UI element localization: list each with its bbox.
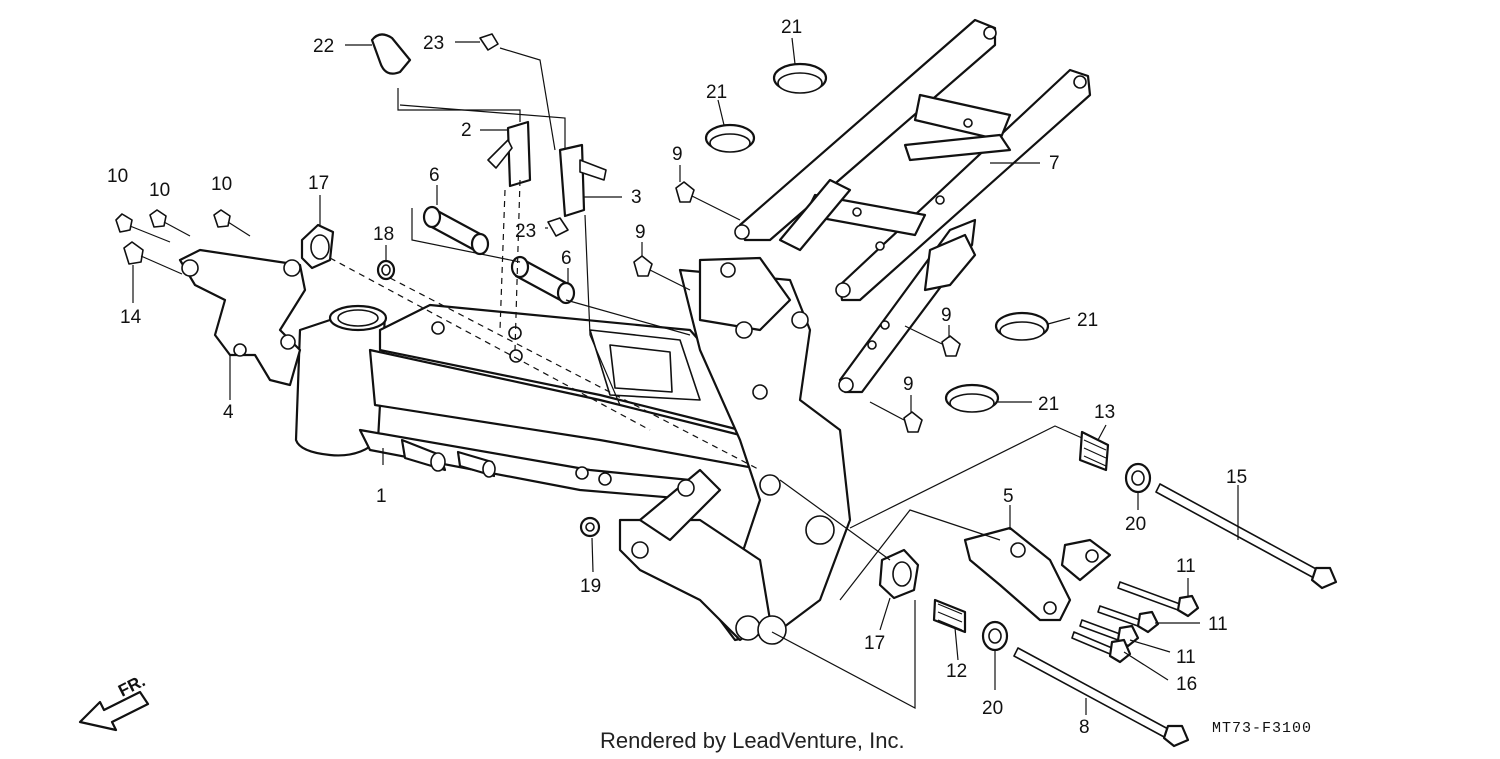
- callout-12: 12: [946, 661, 967, 682]
- callout-16: 16: [1176, 674, 1197, 695]
- engine-hanger-plate: [178, 248, 307, 387]
- render-credit: Rendered by LeadVenture, Inc.: [600, 728, 905, 753]
- callout-labels: 1 2 3 4 5 6 6 7 8 9 9 9 9 10 10 10 11 11…: [107, 17, 1247, 738]
- diagram-code: MT73-F3100: [1212, 720, 1312, 737]
- callout-15: 15: [1226, 467, 1247, 488]
- callout-8: 8: [1079, 717, 1090, 738]
- subframe-bolts: [633, 181, 961, 433]
- rear-mount-hardware: [579, 430, 1338, 748]
- clamp-bands: [704, 62, 1050, 413]
- main-frame: [294, 256, 852, 645]
- hanger-bolts: [115, 209, 251, 275]
- callout-11a: 11: [1176, 556, 1196, 577]
- callout-6a: 6: [429, 165, 440, 186]
- callout-5: 5: [1003, 486, 1014, 507]
- callout-11c: 11: [1176, 647, 1196, 668]
- callout-9d: 9: [903, 374, 914, 395]
- callout-17a: 17: [308, 173, 329, 194]
- callout-17b: 17: [864, 633, 885, 654]
- callout-19: 19: [580, 576, 601, 597]
- rubber-grommets: [300, 223, 396, 281]
- callout-9a: 9: [672, 144, 683, 165]
- callout-1: 1: [376, 486, 387, 507]
- callout-4: 4: [223, 402, 234, 423]
- callout-20b: 20: [982, 698, 1003, 719]
- callout-9b: 9: [635, 222, 646, 243]
- callout-11b: 11: [1208, 614, 1228, 635]
- rear-subframe: [734, 18, 1092, 394]
- callout-20a: 20: [1125, 514, 1146, 535]
- callout-21d: 21: [1038, 394, 1059, 415]
- front-direction-indicator: FR.: [78, 671, 150, 732]
- callout-21a: 21: [781, 17, 802, 38]
- callout-2: 2: [461, 120, 472, 141]
- callout-7: 7: [1049, 153, 1060, 174]
- callout-18: 18: [373, 224, 394, 245]
- assembly-lines: [329, 47, 1083, 709]
- callout-23a: 23: [423, 33, 444, 54]
- callout-22: 22: [313, 36, 334, 57]
- collars: [422, 205, 576, 305]
- callout-9c: 9: [941, 305, 952, 326]
- callout-10b: 10: [149, 180, 170, 201]
- callout-23b: 23: [515, 221, 536, 242]
- callout-14: 14: [120, 307, 142, 328]
- callout-10a: 10: [107, 166, 128, 187]
- callout-3: 3: [631, 187, 642, 208]
- callout-leaders: [132, 37, 1239, 715]
- callout-10c: 10: [211, 174, 232, 195]
- callout-13: 13: [1094, 402, 1115, 423]
- callout-21c: 21: [1077, 310, 1098, 331]
- brackets: [370, 33, 607, 237]
- callout-6b: 6: [561, 248, 572, 269]
- callout-21b: 21: [706, 82, 727, 103]
